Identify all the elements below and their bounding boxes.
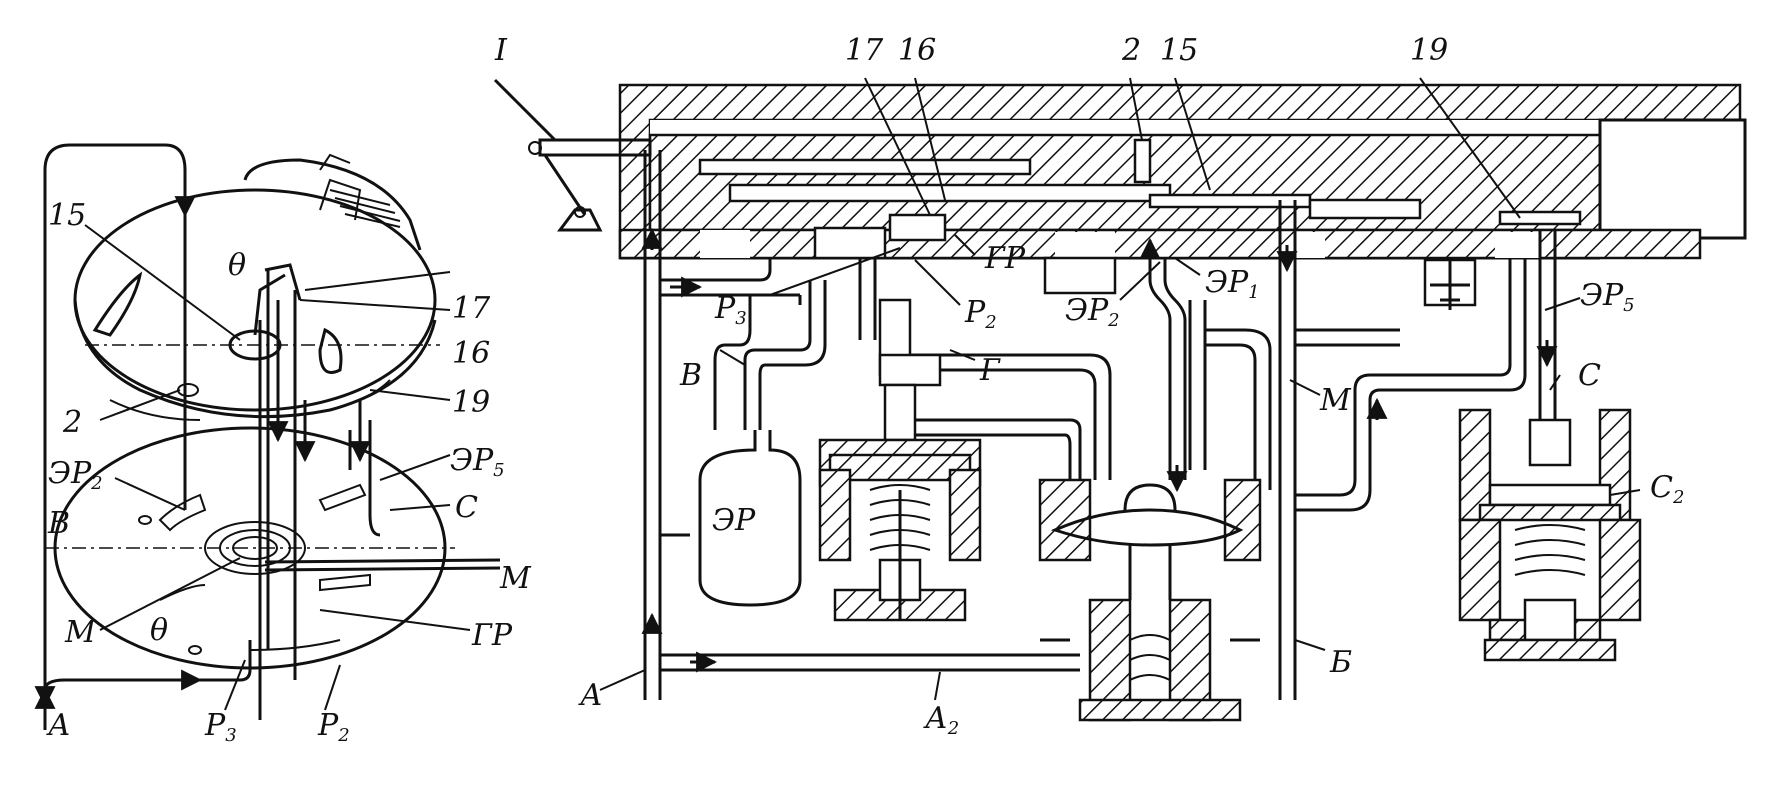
left-valve bbox=[818, 298, 982, 622]
label-2: 2 bbox=[62, 405, 82, 440]
lower-disk: θ bbox=[45, 426, 501, 670]
label-m-left: М bbox=[64, 615, 97, 650]
label-16: 16 bbox=[452, 336, 490, 371]
label-rv: В bbox=[679, 358, 702, 393]
sectional-leaders bbox=[599, 77, 1641, 701]
right-valve bbox=[1423, 258, 1642, 662]
label-rc: С bbox=[1578, 358, 1601, 393]
label-rb: Б bbox=[1329, 645, 1352, 680]
svg-text:θ: θ bbox=[228, 248, 246, 283]
label-ep5: ЭР5 bbox=[450, 443, 505, 481]
label-r16: 16 bbox=[898, 33, 936, 68]
label-ra2: А2 bbox=[923, 701, 959, 739]
label-ep2: ЭР2 bbox=[48, 456, 103, 494]
label-m-right: М bbox=[499, 561, 532, 596]
label-ra: А bbox=[578, 678, 603, 713]
label-r17: 17 bbox=[845, 33, 884, 68]
label-rep: ЭР bbox=[712, 503, 756, 538]
upper-housing bbox=[618, 83, 1747, 295]
isometric-labels: 15 17 16 2 19 ЭР2 ЭР5 В С М М ГР Р3 Р2 А bbox=[46, 198, 532, 746]
flow-arrows bbox=[641, 227, 1558, 673]
label-I: I bbox=[494, 33, 508, 68]
sectional-labels: I 17 16 2 15 19 ГР ЭР1 Р3 Р2 ЭР2 ЭР5 В Г… bbox=[494, 33, 1684, 739]
label-rm: М bbox=[1319, 383, 1352, 418]
upper-disk: θ bbox=[73, 153, 440, 421]
sectional-view: I 17 16 2 15 19 ГР ЭР1 Р3 Р2 ЭР2 ЭР5 В Г… bbox=[493, 33, 1747, 739]
label-r15: 15 bbox=[1160, 33, 1198, 68]
label-p2: Р2 bbox=[317, 708, 350, 746]
label-a: А bbox=[46, 708, 71, 743]
label-rep1: ЭР1 bbox=[1205, 265, 1260, 303]
flow-lines bbox=[34, 143, 381, 730]
label-p3: Р3 bbox=[204, 708, 237, 746]
label-19: 19 bbox=[452, 385, 490, 420]
isometric-view: θ θ bbox=[34, 143, 532, 746]
label-rc2: С2 bbox=[1650, 470, 1684, 508]
label-v: В bbox=[47, 506, 70, 541]
lever-handle[interactable] bbox=[493, 78, 652, 232]
label-r2: 2 bbox=[1121, 33, 1141, 68]
label-r19: 19 bbox=[1410, 33, 1448, 68]
label-gr: ГР bbox=[471, 618, 513, 653]
label-rp2: Р2 bbox=[964, 295, 997, 333]
leader-lines bbox=[84, 224, 471, 711]
label-rep2: ЭР2 bbox=[1065, 293, 1120, 331]
label-17: 17 bbox=[452, 291, 491, 326]
label-c: С bbox=[455, 490, 478, 525]
label-rep5: ЭР5 bbox=[1580, 278, 1635, 316]
reservoir bbox=[698, 430, 802, 607]
label-15: 15 bbox=[48, 198, 86, 233]
label-rp3: Р3 bbox=[714, 291, 747, 329]
center-valve bbox=[1038, 478, 1262, 722]
svg-text:θ: θ bbox=[150, 613, 168, 648]
label-rgr: ГР bbox=[984, 241, 1026, 276]
label-rg: Г bbox=[979, 353, 1001, 388]
